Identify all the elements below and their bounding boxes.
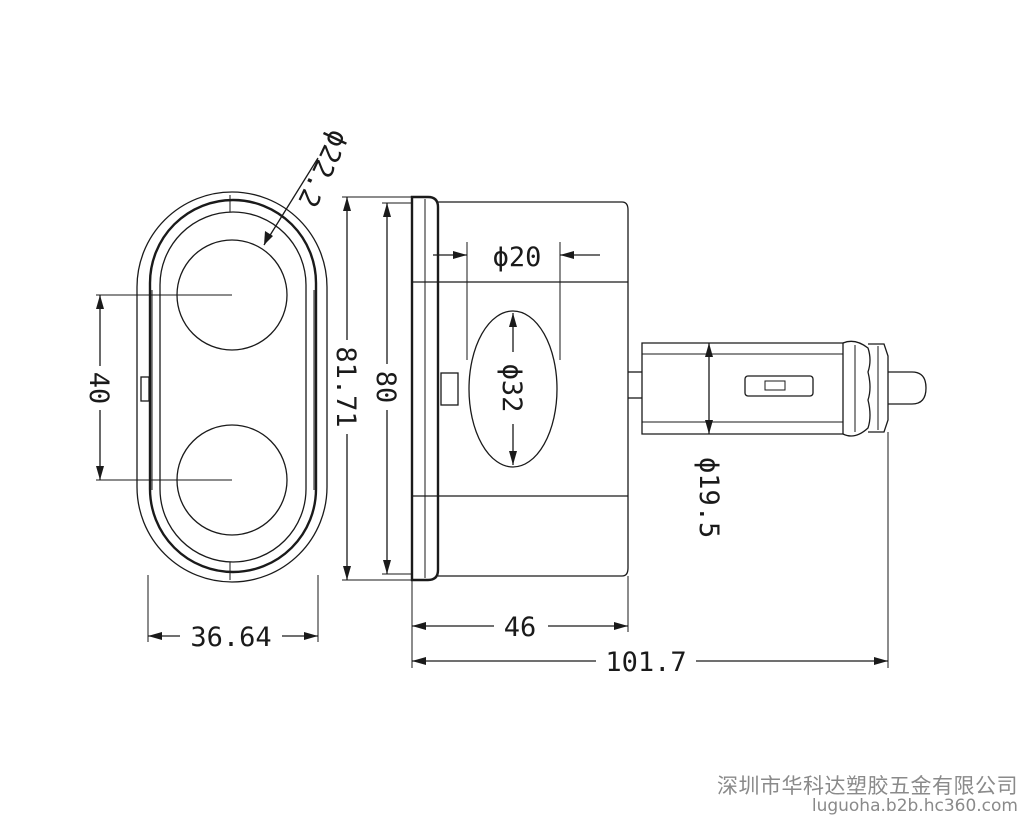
plug-spring-inner bbox=[764, 380, 786, 391]
main-body-ellipse bbox=[468, 310, 558, 468]
main-length-label: 46 bbox=[504, 612, 537, 643]
plug-tip bbox=[888, 371, 927, 405]
dim-arrow bbox=[343, 566, 351, 580]
dim-arrow bbox=[412, 657, 426, 665]
plug-side-spring bbox=[744, 375, 814, 397]
main-body bbox=[438, 201, 629, 577]
socket-body-inner bbox=[159, 211, 307, 563]
front-flange bbox=[410, 195, 440, 582]
watermark-company: 深圳市华科达塑胶五金有限公司 bbox=[717, 774, 1018, 798]
hole-spacing-label: 40 bbox=[83, 372, 114, 405]
socket-side-view: ϕ20 ϕ32 ϕ19.5 bbox=[330, 195, 927, 678]
dim-arrow bbox=[96, 295, 104, 309]
dim-arrow bbox=[383, 560, 391, 574]
dim-arrow bbox=[560, 251, 574, 259]
dim-arrow bbox=[304, 632, 318, 640]
dim-arrow bbox=[705, 343, 713, 357]
socket-body-outline bbox=[136, 191, 328, 583]
dim-arrow bbox=[874, 657, 888, 665]
dim-arrow bbox=[383, 203, 391, 217]
dim-arrow bbox=[614, 622, 628, 630]
dim-arrow bbox=[509, 313, 517, 327]
socket-body-rim bbox=[148, 198, 318, 574]
dim-arrow bbox=[343, 197, 351, 211]
outer-height-label: 81.71 bbox=[330, 346, 361, 427]
total-length-label: 101.7 bbox=[605, 647, 686, 678]
led-indicator bbox=[440, 372, 459, 406]
dim-arrow bbox=[96, 466, 104, 480]
width-label: 36.64 bbox=[190, 622, 271, 653]
cigarette-plug bbox=[628, 340, 927, 437]
dim-arrow bbox=[453, 251, 467, 259]
dim-arrow bbox=[148, 632, 162, 640]
watermark-url: luguoha.b2b.hc360.com bbox=[811, 796, 1018, 816]
center-part-diameter-label: ϕ20 bbox=[493, 242, 542, 273]
hole-diameter-label: ϕ22.2 bbox=[291, 125, 353, 212]
inner-height-label: 80 bbox=[370, 371, 401, 404]
main-diameter-label: ϕ32 bbox=[496, 364, 527, 413]
plug-head bbox=[842, 340, 871, 437]
dim-arrow bbox=[705, 420, 713, 434]
plug-collar bbox=[868, 343, 889, 433]
hole-diameter-arrow bbox=[264, 231, 273, 245]
hole-diameter-leader bbox=[263, 157, 319, 246]
dim-arrow bbox=[412, 622, 426, 630]
socket-front-view: ϕ22.2 40 36.64 bbox=[83, 125, 354, 653]
dim-arrow bbox=[509, 451, 517, 465]
plug-diameter-label: ϕ19.5 bbox=[693, 457, 724, 538]
side-latch bbox=[140, 376, 150, 402]
